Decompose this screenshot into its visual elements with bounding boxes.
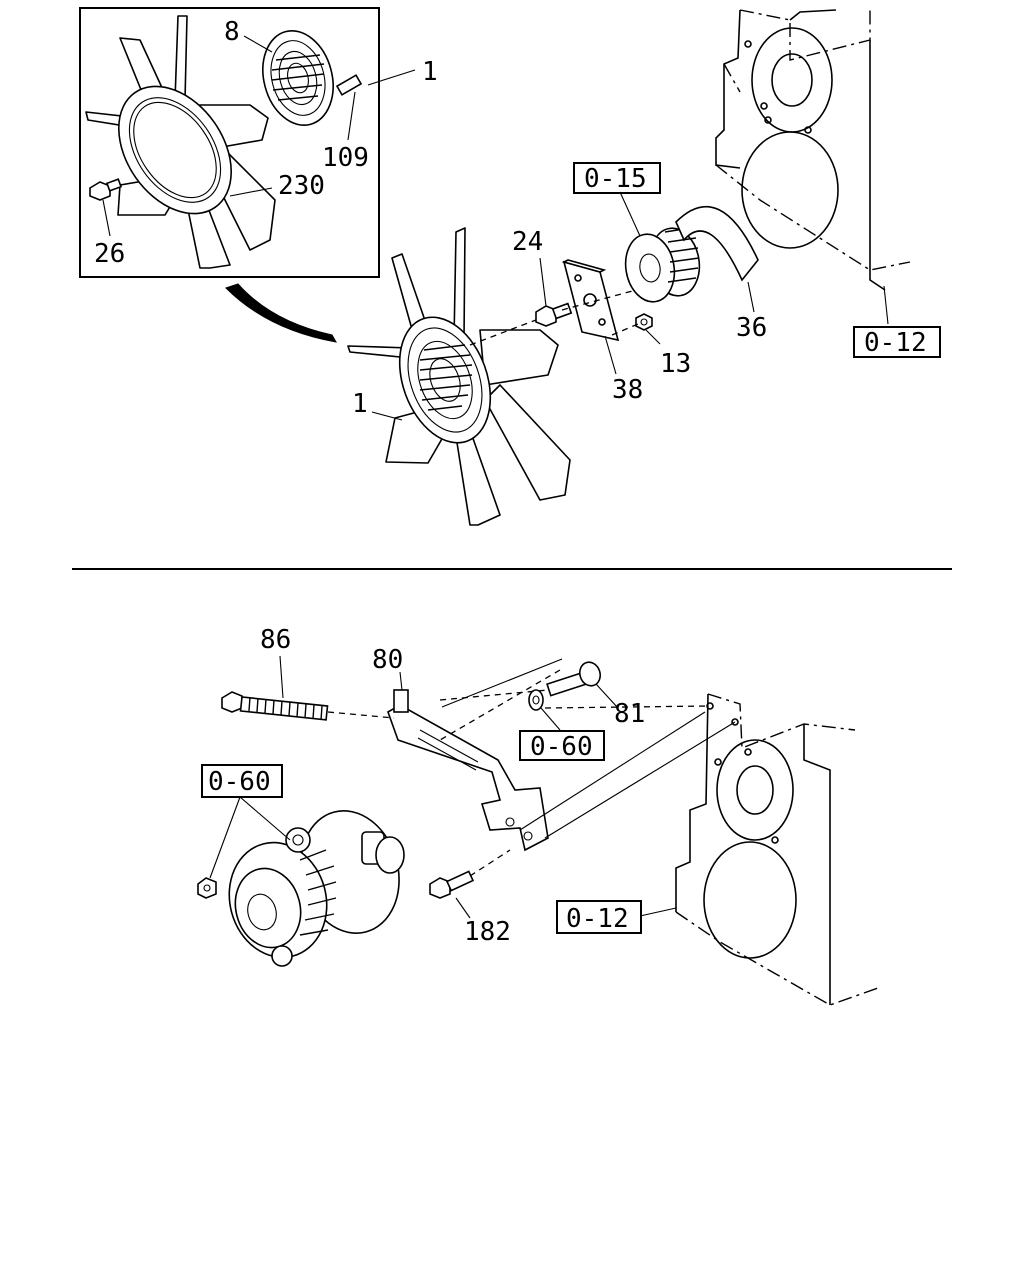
inset-label-8: 8 [224,17,240,47]
alternator-ref-leaders [209,796,291,879]
inset-label-1: 1 [422,57,438,87]
label-0-60-alternator: 0-60 [208,767,271,797]
bolt-24-drawing [535,257,573,327]
bolt-182-drawing [429,870,475,919]
inset-to-assembly-arrow [225,283,337,343]
nut-13-drawing [635,313,661,345]
long-bolt-86-drawing [221,655,329,721]
engine-block-bottom-drawing [639,693,879,1006]
bolt-81-drawing [546,661,619,709]
label-0-12-bottom: 0-12 [566,904,629,934]
label-24: 24 [512,227,543,257]
label-13: 13 [660,349,691,379]
label-1-main: 1 [352,389,368,419]
label-0-60-washer: 0-60 [530,732,593,762]
inset-label-26: 26 [94,239,125,269]
alternator-ref-box [201,764,283,798]
inset-fan-clutch-drawing [262,30,363,126]
block-ref-box-top [853,326,941,358]
label-38: 38 [612,375,643,405]
inset-label-230: 230 [278,171,325,201]
alternator-nut-drawing [197,877,217,899]
label-86: 86 [260,625,291,655]
assembly-centerlines [469,289,639,346]
inset-leaders [102,35,416,237]
label-81: 81 [614,699,645,729]
label-80: 80 [372,645,403,675]
engine-block-top-drawing [715,9,911,325]
block-ref-box-bottom [556,900,642,934]
bracket-80-drawing [387,671,549,852]
pulley-drawing [619,191,701,303]
inset-label-109: 109 [322,143,369,173]
pulley-ref-box [573,162,661,194]
guide-36-drawing [675,205,759,313]
washer-ref-box [519,730,605,761]
washer-drawing [528,689,561,731]
label-182: 182 [464,917,511,947]
fan-assembly-drawing [347,227,571,526]
inset-frame [79,7,380,278]
alternator-drawing [228,810,405,967]
plate-38-drawing [561,259,620,375]
bottom-centerlines [327,658,736,877]
label-0-12-top: 0-12 [864,328,927,358]
label-36: 36 [736,313,767,343]
inset-fan-drawing [85,15,276,269]
inset-bolt-26-drawing [89,178,123,201]
label-0-15: 0-15 [584,164,647,194]
assembly-leader [371,411,403,421]
